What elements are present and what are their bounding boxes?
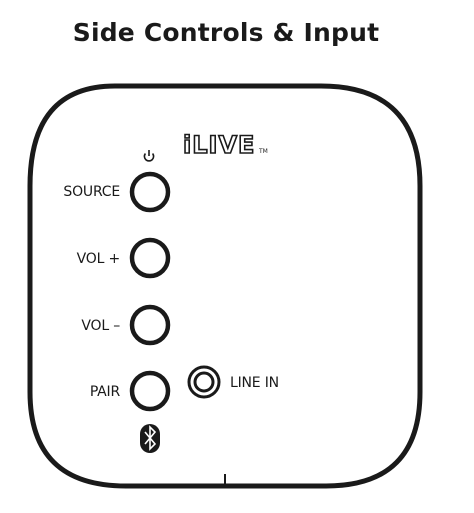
device-body: [27, 83, 423, 489]
line-in-label: LINE IN: [230, 375, 279, 391]
bluetooth-icon: [140, 424, 160, 453]
power-icon: [143, 150, 155, 162]
page-title: Side Controls & Input: [72, 18, 380, 47]
pair-button[interactable]: [129, 370, 171, 412]
source-button[interactable]: [129, 171, 171, 213]
line-in-jack[interactable]: [187, 365, 221, 399]
vol-down-button[interactable]: [129, 304, 171, 346]
vol-up-label: VOL +: [76, 251, 121, 267]
vol-down-label: VOL –: [81, 318, 120, 334]
source-label: SOURCE: [63, 184, 120, 200]
brand-logo: iLIVE: [182, 131, 256, 159]
trademark-mark: TM: [259, 148, 268, 155]
vol-up-button[interactable]: [129, 237, 171, 279]
pair-label: PAIR: [89, 384, 120, 400]
